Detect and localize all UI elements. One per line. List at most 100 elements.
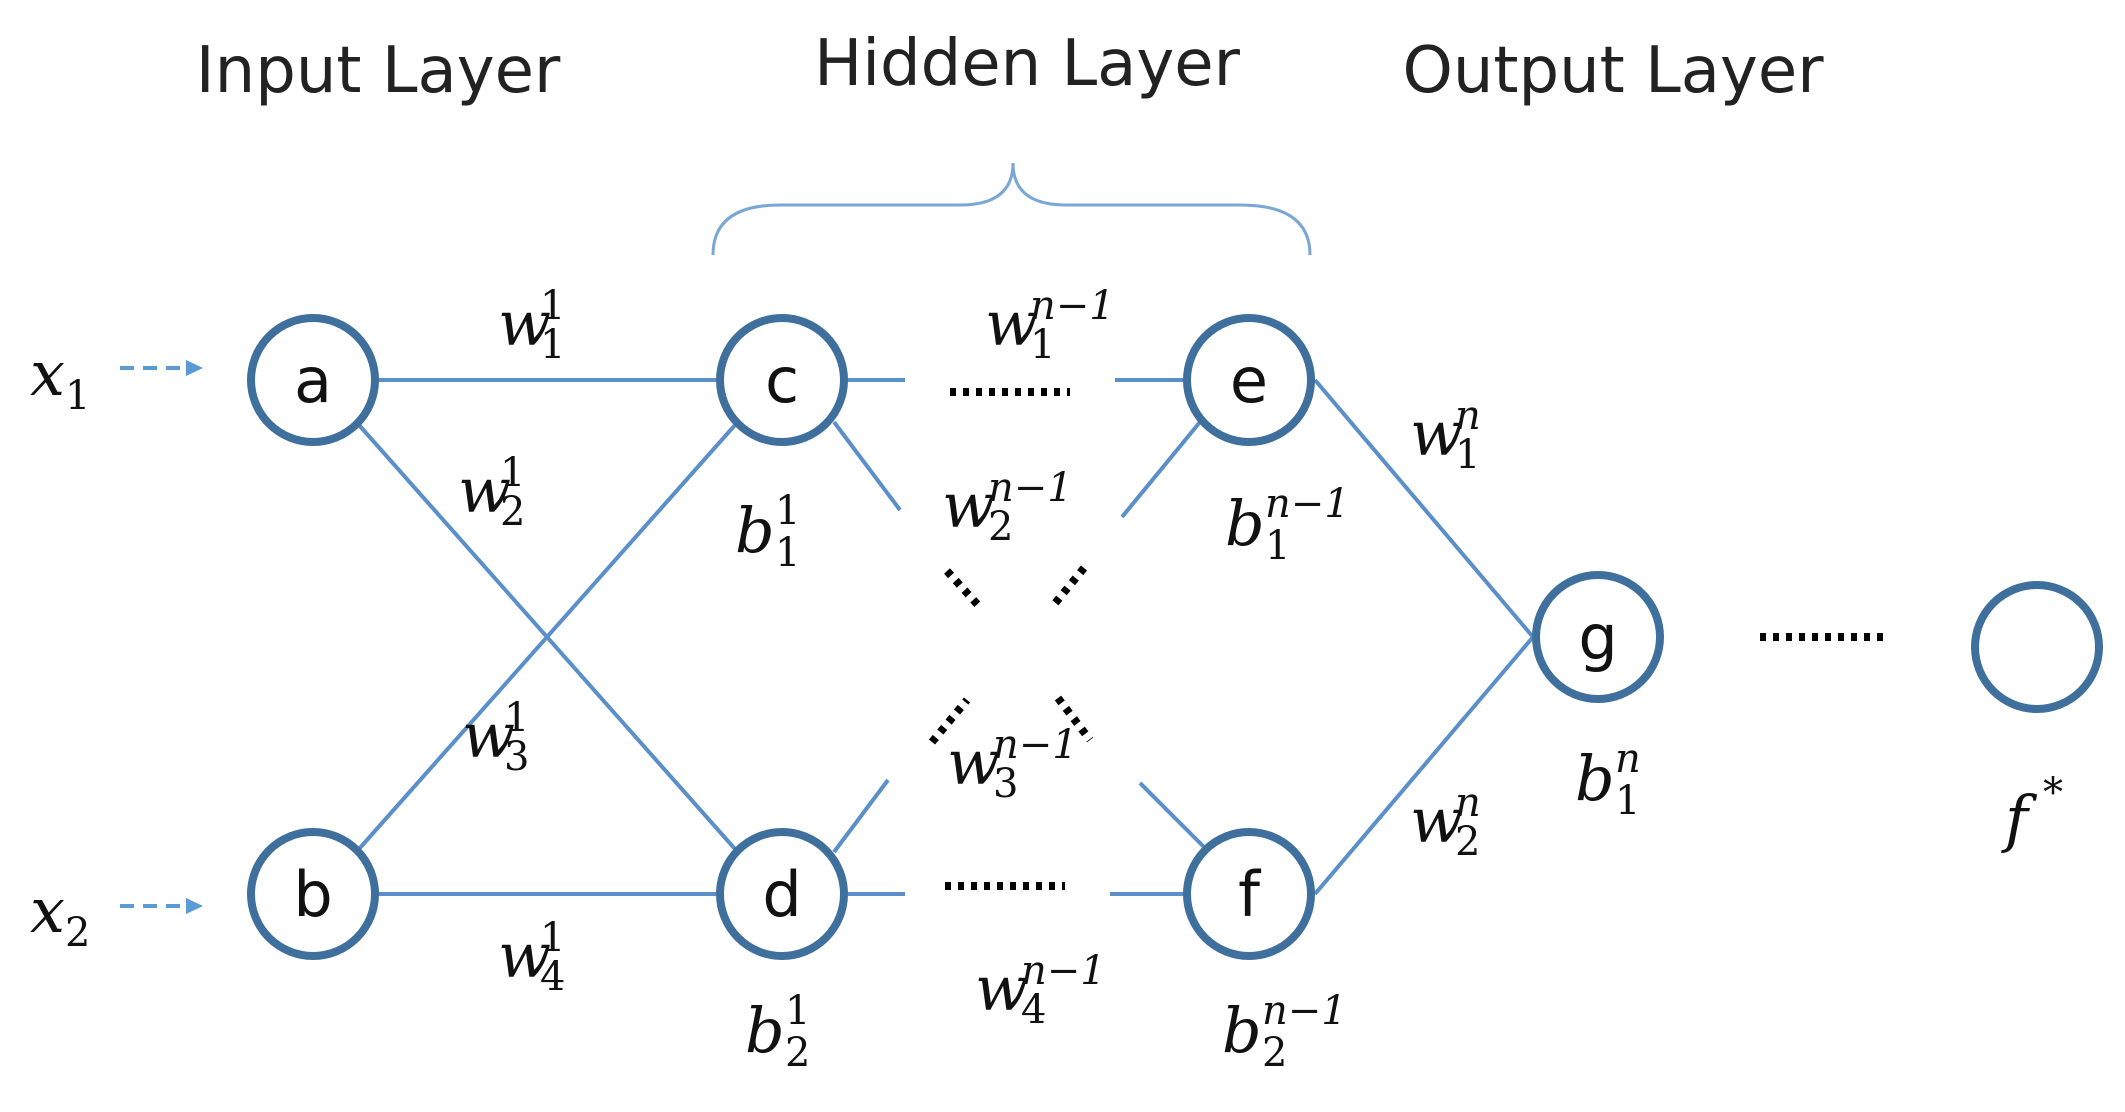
weight-w1-n-1-sup: n−1 [1030,283,1115,329]
weight-w3-1: w 1 3 [462,695,529,780]
bias-b1-1-base: b [735,494,775,567]
node-c: c [716,314,848,446]
final-output-base: f [2001,782,2038,855]
weight-w2-n-base: w [1410,784,1463,857]
weight-w1-1: w 1 1 [498,283,565,368]
bias-b2-1: b 1 2 [745,988,810,1076]
weight-w4-1: w 1 4 [498,915,565,1000]
input-x1-sub: 1 [65,373,90,419]
edge-c-diag [832,420,902,512]
weight-w4-1-base: w [498,919,551,992]
edge-f-g [1313,635,1535,896]
bias-b1-1: b 1 1 [735,488,800,576]
bias-b1-n: b n 1 [1575,736,1641,824]
bias-b2-n-1-sub: 2 [1262,1030,1287,1076]
bias-b1-n-sub: 1 [1615,778,1640,824]
weight-w1-1-sub: 1 [540,322,565,368]
input-x1-base: x [30,337,65,410]
weight-w2-n: w n 2 [1410,780,1481,865]
weight-w1-n-1-base: w [985,287,1038,360]
dots-upper-left [944,568,981,608]
weight-w1-1-sup: 1 [540,283,565,329]
weight-w4-1-sub: 4 [540,954,565,1000]
input-arrow-x2 [120,898,203,914]
output-layer-title: Output Layer [1402,34,1824,108]
bias-b2-n-1: b n−1 2 [1222,988,1347,1076]
weight-w4-1-sup: 1 [540,915,565,961]
weight-w3-1-base: w [462,699,515,772]
bias-b2-1-base: b [745,994,785,1067]
weight-w2-n-1-sub: 2 [988,504,1013,550]
node-f: f [1183,828,1315,960]
bias-b1-n-base: b [1575,742,1615,815]
bias-b2-1-sub: 2 [785,1030,810,1076]
input-layer-title: Input Layer [196,34,561,108]
weight-w2-n-1-sup: n−1 [988,465,1073,511]
weight-w3-1-sub: 3 [504,734,529,780]
weight-w1-1-base: w [498,287,551,360]
bias-b1-n-sup: n [1615,736,1641,782]
bias-b2-1-sup: 1 [785,988,810,1034]
weight-w4-n-1: w n−1 4 [975,948,1106,1033]
weight-w3-n-1-sup: n−1 [993,722,1078,768]
weight-w4-n-1-sup: n−1 [1021,948,1106,994]
node-g: g [1532,571,1664,703]
bias-b1-n-1-base: b [1225,487,1265,560]
bias-b1-n-1: b n−1 1 [1225,481,1350,569]
edge-diag-e [1120,420,1202,519]
weight-w1-n-1-sub: 1 [1030,322,1055,368]
weight-w3-n-1-base: w [947,726,1000,799]
hidden-layer-title: Hidden Layer [814,27,1241,101]
node-d-label: d [762,858,801,931]
node-d: d [716,828,848,960]
node-a: a [247,314,379,446]
weight-w3-n-1-sub: 3 [993,761,1018,807]
weight-w1-n-base: w [1410,397,1463,470]
dots-lower-right [1054,695,1094,743]
node-e: e [1183,314,1315,446]
node-g-label: g [1578,601,1617,674]
final-output-label: f * [2001,770,2063,855]
node-b-label: b [293,858,332,931]
edge-diag-f [1138,781,1210,853]
edge-e-g [1313,378,1535,639]
weight-w3-n-1: w n−1 3 [947,722,1078,807]
weight-w1-n-sub: 1 [1455,432,1480,478]
weight-w2-n-1: w n−1 2 [942,465,1073,550]
bias-b2-n-1-sup: n−1 [1262,988,1347,1034]
weight-w1-n: w n 1 [1410,393,1481,478]
weight-w2-n-sub: 2 [1455,819,1480,865]
node-a-label: a [294,344,332,417]
hidden-layer-brace [711,162,1312,256]
weight-w4-n-1-sub: 4 [1021,987,1046,1033]
edge-b-c [357,423,737,851]
bias-b1-n-1-sub: 1 [1265,523,1290,569]
input-arrow-x1 [120,360,203,376]
input-x2-base: x [30,874,65,947]
bias-b2-n-1-base: b [1222,994,1262,1067]
input-x2-sub: 2 [65,910,90,956]
node-b: b [247,828,379,960]
weight-w2-1-base: w [458,454,511,527]
dots-lower-left [928,697,971,745]
final-output-sup: * [2043,770,2063,816]
weight-w1-n-sup: n [1455,393,1481,439]
weight-w2-n-1-base: w [942,469,995,542]
weight-w2-n-sup: n [1455,780,1481,826]
node-e-label: e [1230,344,1268,417]
bias-b1-1-sup: 1 [775,488,800,534]
weight-w1-n-1: w n−1 1 [985,283,1115,368]
node-c-label: c [765,344,799,417]
input-label-x1: x1 [30,337,90,419]
dots-upper-right [1048,565,1088,610]
node-final [1971,581,2103,713]
input-label-x2: x2 [30,874,90,956]
weight-w2-1-sup: 1 [500,450,525,496]
bias-b1-1-sub: 1 [775,530,800,576]
weight-w2-1-sub: 2 [500,489,525,535]
weight-w2-1: w 1 2 [458,450,525,535]
weight-w4-n-1-base: w [975,952,1028,1025]
bias-b1-n-1-sup: n−1 [1265,481,1350,527]
weight-w3-1-sup: 1 [504,695,529,741]
